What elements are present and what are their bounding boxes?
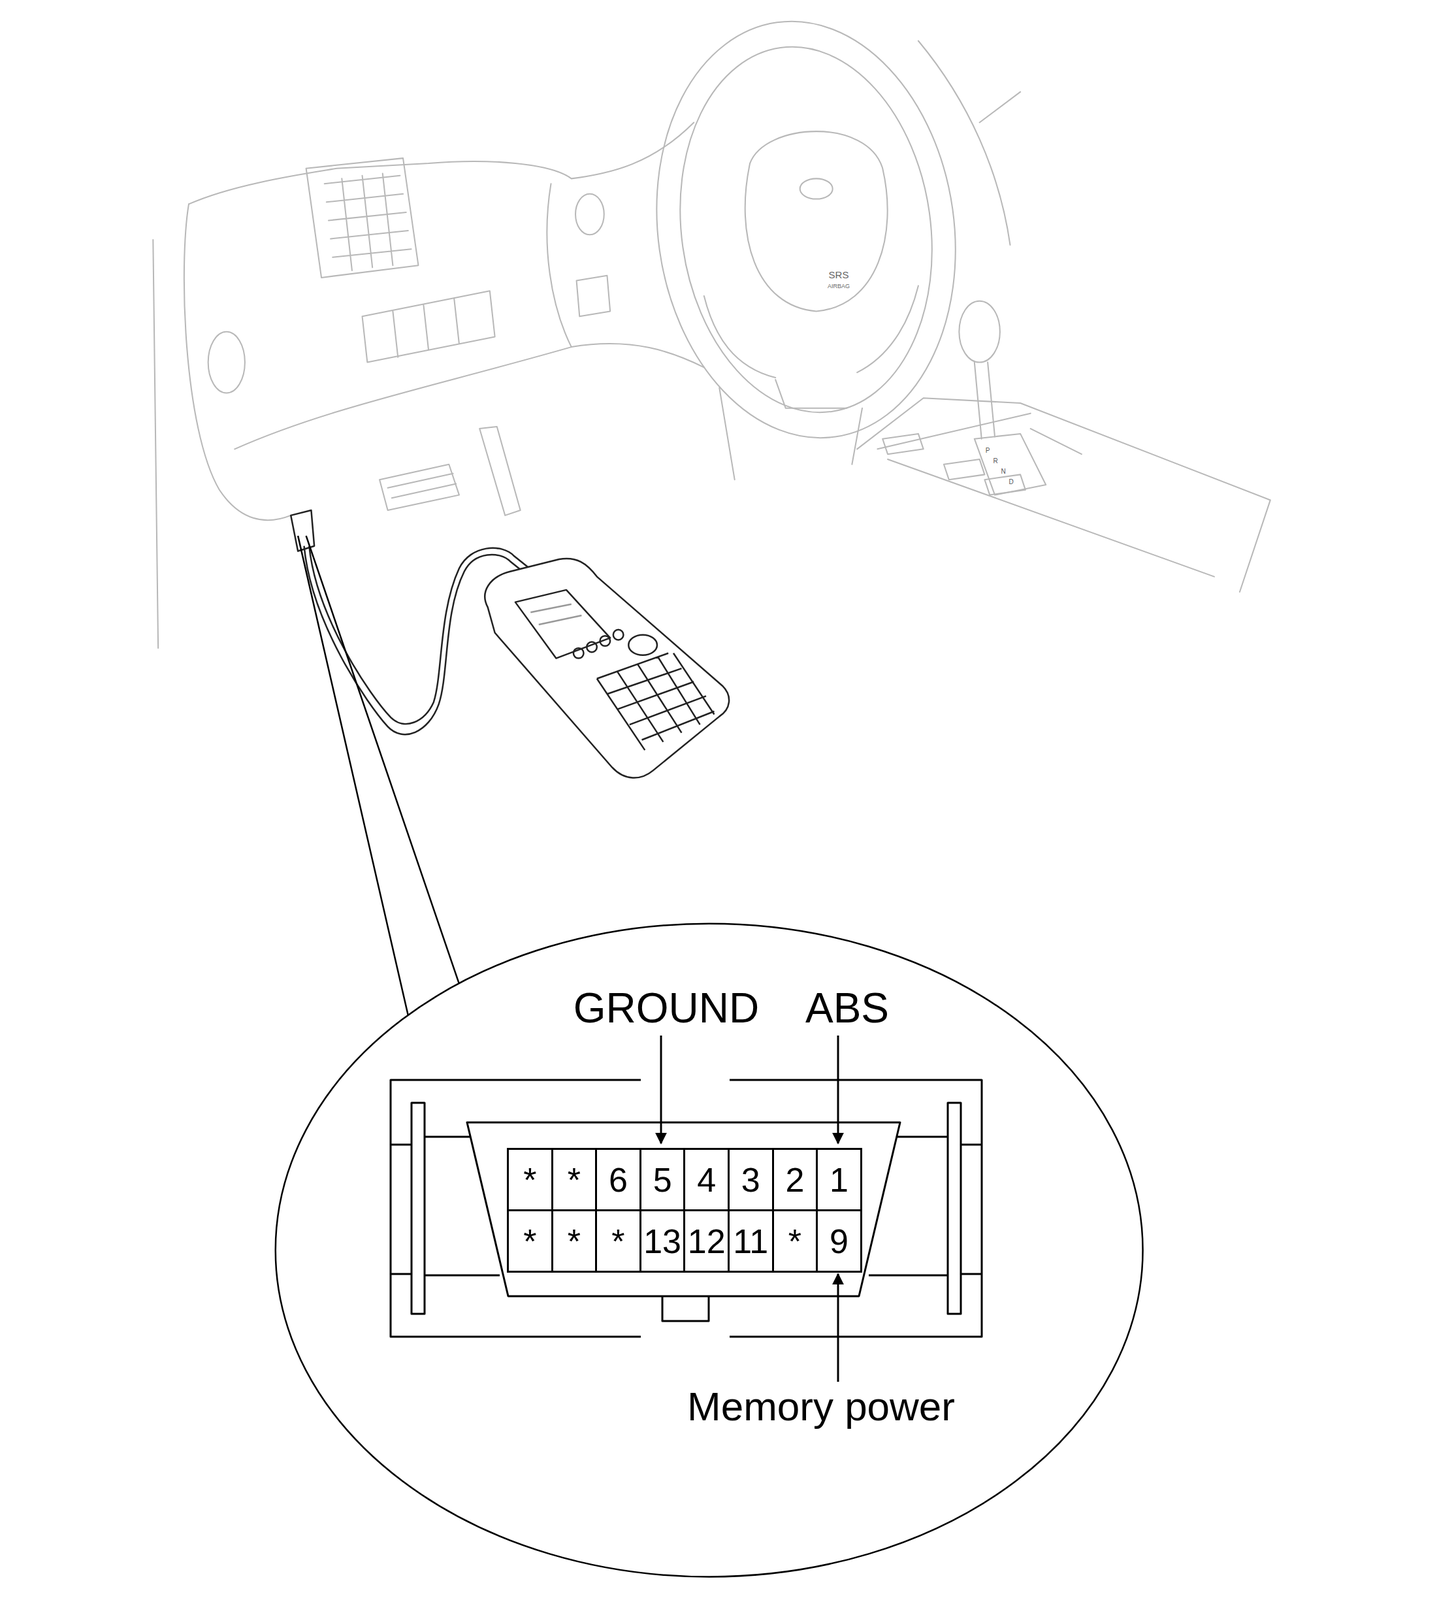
panel-marking: R [992,457,998,465]
wheel-spokes [704,285,919,378]
console [856,397,1271,592]
pin-number: 6 [608,1162,628,1197]
tool-body [484,558,729,778]
pin-cell: 1 [815,1147,863,1212]
pin-number: 1 [829,1162,849,1197]
dash-top [188,122,694,204]
pin-number: * [523,1162,537,1197]
pin-number: * [567,1162,581,1197]
screen-glare [530,604,582,625]
accelerator-pedal [479,426,520,516]
connector-key [662,1295,709,1321]
tool-screen [515,589,611,659]
pin-cell: * [551,1209,598,1273]
light-switch [575,193,605,235]
tool-button [573,647,584,659]
pillar [918,40,1021,245]
tool-button [613,629,624,641]
pointer-arrow [837,1035,840,1144]
pointer-arrow [660,1035,663,1144]
panel-marking: D [1008,478,1014,486]
pin-label: ABS [805,986,889,1029]
pin-label: Memory power [687,1386,955,1427]
car-interior [152,1,1270,648]
pin-cell: 6 [595,1147,642,1212]
pin-number: * [567,1224,581,1259]
panel-marking: N [1000,468,1006,475]
pin-number: 11 [732,1224,769,1259]
connector-body [467,1122,901,1296]
pin-cell: 11 [727,1209,775,1273]
leader-line [306,535,460,984]
pin-label: GROUND [573,986,760,1029]
steering-wheel [630,1,982,458]
pin-cell: 13 [639,1209,686,1273]
shift-knob [958,301,1000,363]
pin-number: 5 [653,1162,673,1197]
steering-wheel-inner [657,30,955,430]
steering-column [719,379,863,480]
connector-bracket [390,1079,641,1337]
pin-number: 13 [643,1224,682,1259]
pin-cell: 12 [683,1209,730,1273]
door-edge [152,239,159,648]
pin-cell: 9 [815,1209,863,1273]
logo [800,178,833,199]
pin-number: 9 [829,1224,849,1259]
pin-number: 2 [785,1162,805,1197]
dlc-connector [390,1035,982,1382]
panel-marking: P [985,447,991,454]
pointer-arrow [837,1273,840,1382]
side-vent [208,331,245,394]
pin-number: * [611,1224,625,1259]
pin-number: 4 [696,1162,716,1197]
switch-panel [362,290,496,362]
tool-button [586,642,598,653]
panel-marking: AIRBAG [827,283,850,290]
pin-cell: * [506,1209,554,1273]
pin-cell: 2 [772,1147,819,1212]
callout-ellipse [275,923,1144,1577]
pin-cell: * [772,1209,819,1273]
scan-tool [290,510,729,778]
pin-cell: * [595,1209,642,1273]
airbag-hub [745,131,888,311]
dlc-plug [290,510,315,551]
shift-gate [974,428,1082,496]
pin-cell: 5 [639,1147,686,1212]
tool-dpad [628,634,658,656]
pin-number: * [523,1224,537,1259]
zoom-callout [275,535,1144,1577]
air-vent [306,158,419,278]
pin-number: * [788,1224,802,1259]
tool-button [600,635,611,647]
brake-pedal [379,464,460,511]
dash-side [184,203,291,520]
vent-louvers [324,173,412,271]
pin-number: 3 [741,1162,761,1197]
pin-cell: 3 [727,1147,775,1212]
console-buttons [882,433,1026,496]
switch [576,275,611,317]
pin-number: 12 [687,1224,726,1259]
tool-keypad [597,653,715,750]
dash-edge [546,183,571,347]
leader-line [297,535,409,1016]
shift-stem [974,362,995,439]
pin-cell: 4 [683,1147,730,1212]
pin-cell: * [551,1147,598,1212]
dash-lower [234,343,705,449]
pin-cell: * [506,1147,554,1212]
panel-marking: SRS [828,269,850,280]
